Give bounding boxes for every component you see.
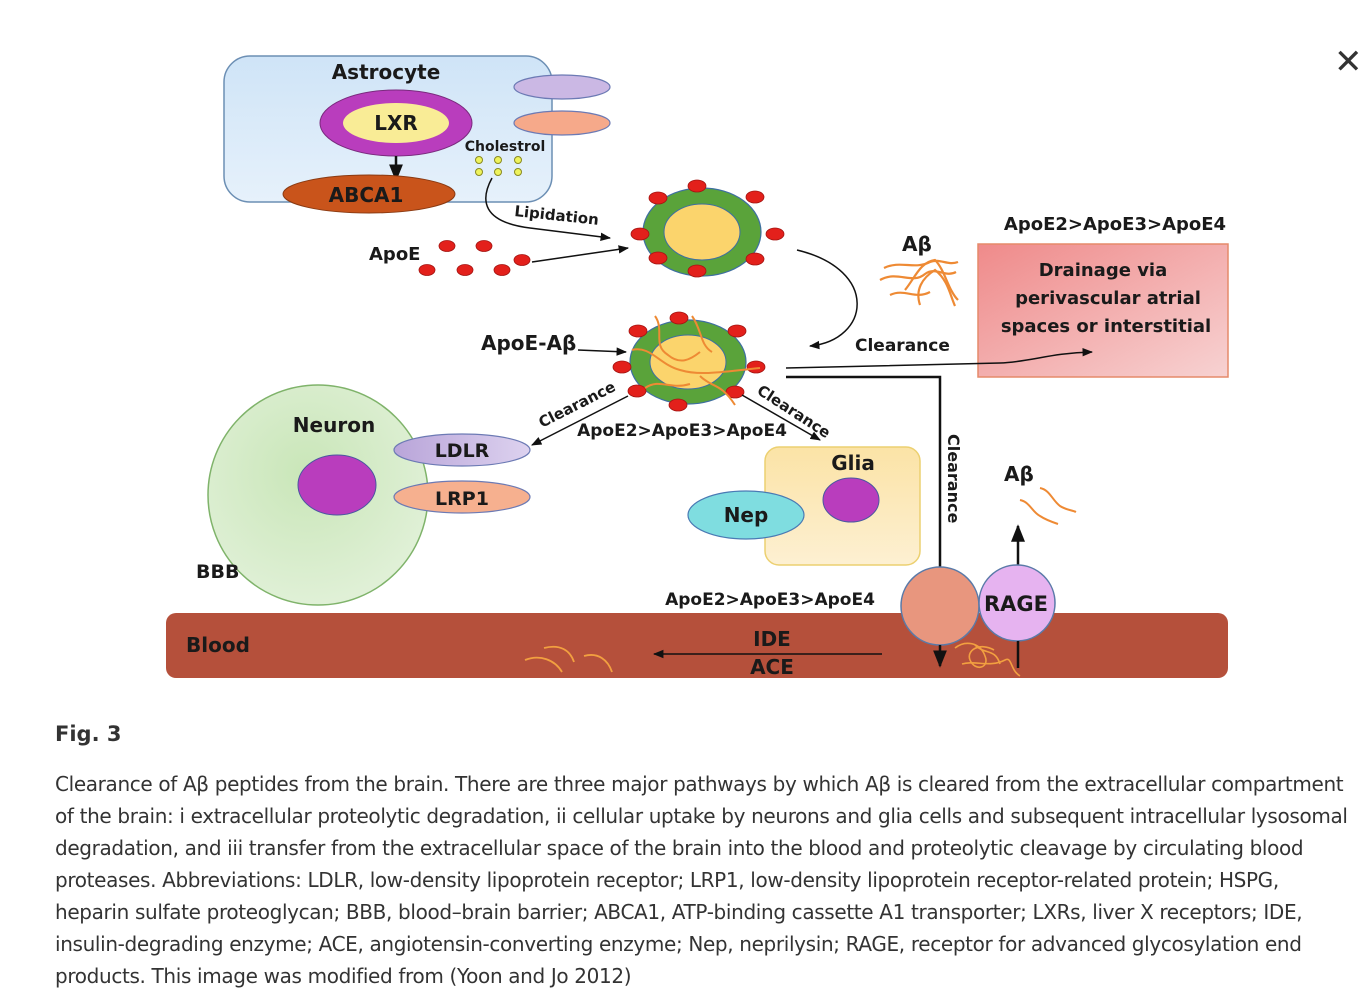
clearance-vertical-label: Clearance [944,434,963,523]
astrocyte-cell: Astrocyte LXR ABCA1 Cholestrol Lipidatio… [223,55,612,241]
figure-label: Fig. 3 [55,722,122,746]
apoe-particles: ApoE [369,240,630,276]
abeta-top-label: Aβ [902,232,932,256]
ranking-blood-label: ApoE2>ApoE3>ApoE4 [665,590,875,610]
lipidated-apoe-particle [630,179,785,278]
apoe-label: ApoE [369,244,420,265]
ldlr-label: LDLR [435,440,490,462]
lrp1-label: LRP1 [435,488,489,510]
glia-cell: Glia Nep [687,446,921,566]
close-icon: ✕ [1334,42,1360,82]
lrp1-transporter [900,566,980,646]
cholesterol-label: Cholestrol [465,139,546,155]
ranking-drainage-label: ApoE2>ApoE3>ApoE4 [1004,214,1226,235]
drainage-line-2: perivascular atrial [1015,288,1201,309]
neuron-cell: Neuron LDLR LRP1 [207,384,531,606]
figure-image: Astrocyte LXR ABCA1 Cholestrol Lipidatio… [160,48,1240,688]
abeta-fibrils-top [879,258,959,307]
figure-caption: Clearance of Aβ peptides from the brain.… [55,772,1348,988]
drainage-box: Drainage via perivascular atrial spaces … [977,243,1229,378]
blood-vessel: Blood IDE ACE [166,613,1228,679]
abeta-fibrils-blood [954,642,1021,677]
apoe-abeta-complex [612,311,766,412]
bbb-label: BBB [196,561,239,583]
rage-label: RAGE [984,592,1048,616]
drainage-line-1: Drainage via [1039,260,1168,281]
abca1-label: ABCA1 [329,183,404,207]
nep-label: Nep [724,503,769,527]
clearance-center-label: Clearance [855,336,950,356]
close-button[interactable]: ✕ [1334,40,1360,84]
drainage-line-3: spaces or interstitial [1001,316,1211,337]
astrocyte-label: Astrocyte [332,60,441,84]
neuron-label: Neuron [293,413,375,437]
lxr-label: LXR [374,111,418,135]
apoe-abeta-label: ApoE-Aβ [481,331,576,355]
ace-label: ACE [750,655,794,679]
cholesterol-dots [475,156,522,176]
blood-label: Blood [186,633,250,657]
ide-label: IDE [753,627,791,651]
lipidation-label: Lipidation [514,202,600,229]
glia-label: Glia [831,451,875,475]
ranking-center-label: ApoE2>ApoE3>ApoE4 [577,421,787,441]
abeta-fibrils-right [1019,487,1077,525]
abeta-right-label: Aβ [1004,462,1034,486]
